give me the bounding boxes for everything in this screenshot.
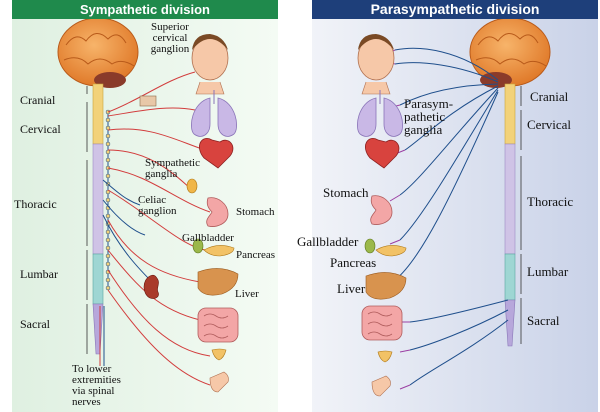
- celiac-ganglion-label: Celiac ganglion: [138, 194, 177, 217]
- parasympathetic-pancreas: [375, 245, 407, 257]
- parasympathetic-intestines: [361, 305, 403, 341]
- parasympathetic-bladder: [377, 350, 393, 363]
- parasympathetic-liver-label: Liver: [337, 281, 366, 296]
- parasympathetic-region-sacral: Sacral: [527, 313, 560, 328]
- sympathetic-region-thoracic: Thoracic: [14, 197, 57, 211]
- chain-ganglion: [105, 213, 111, 219]
- chain-ganglion: [105, 141, 111, 147]
- sympathetic-spinal-cord: [92, 83, 104, 355]
- sympathetic-ganglia-label: Sympathetic ganglia: [145, 157, 200, 180]
- sympathetic-gallbladder-label: Gallbladder: [182, 232, 234, 244]
- chain-ganglion: [105, 173, 111, 179]
- lower-extremities-label: To lower extremities via spinal nerves: [72, 363, 121, 408]
- parasympathetic-region-lumbar: Lumbar: [527, 264, 569, 279]
- sympathetic-kidney: [143, 274, 159, 299]
- parasympathetic-stomach-label: Stomach: [323, 185, 369, 200]
- parasympathetic-pancreas-label: Pancreas: [330, 255, 377, 270]
- lower-extremity-nerve: [99, 306, 105, 366]
- parasympathetic-stomach: [370, 195, 393, 225]
- chain-ganglion: [105, 277, 111, 283]
- sympathetic-intestines: [197, 307, 239, 343]
- chain-ganglion: [105, 229, 111, 235]
- chain-ganglion: [105, 157, 111, 163]
- parasympathetic-genitals: [371, 375, 391, 397]
- sympathetic-stomach-label: Stomach: [236, 206, 275, 218]
- chain-ganglion: [105, 149, 111, 155]
- parasympathetic-gallbladder-label: Gallbladder: [297, 234, 359, 249]
- chain-ganglion: [105, 261, 111, 267]
- chain-ganglion: [105, 237, 111, 243]
- sympathetic-region-cranial: Cranial: [20, 93, 56, 107]
- chain-ganglion: [105, 253, 111, 259]
- sympathetic-gallbladder: [192, 238, 204, 254]
- parasympathetic-preganglionic-nerves: [394, 47, 509, 386]
- sympathetic-adrenal: [186, 178, 198, 194]
- sympathetic-region-cervical: Cervical: [20, 122, 61, 136]
- sympathetic-stomach: [206, 197, 229, 227]
- sympathetic-panel-background: [12, 19, 278, 412]
- sympathetic-genitals: [209, 371, 229, 393]
- sympathetic-region-sacral: Sacral: [20, 317, 50, 331]
- chain-ganglion: [105, 197, 111, 203]
- sympathetic-liver-label: Liver: [235, 288, 259, 300]
- parasympathetic-head: [357, 34, 395, 95]
- parasympathetic-heart: [365, 138, 400, 169]
- chain-ganglion: [105, 245, 111, 251]
- chain-ganglion: [105, 133, 111, 139]
- sympathetic-pancreas: [203, 245, 235, 257]
- sympathetic-bladder: [211, 348, 227, 361]
- sympathetic-head: [191, 34, 229, 95]
- sympathetic-heart: [199, 138, 234, 169]
- parasympathetic-liver: [365, 272, 407, 300]
- sympathetic-region-lumbar: Lumbar: [20, 267, 58, 281]
- parasympathetic-region-cervical: Cervical: [527, 117, 572, 132]
- parasympathetic-region-cranial: Cranial: [530, 89, 569, 104]
- superior-cervical-ganglion-label: Superior cervical ganglion: [150, 21, 190, 55]
- chain-ganglion: [105, 117, 111, 123]
- parasympathetic-header: Parasympathetic division: [312, 0, 598, 19]
- superior-cervical-ganglion-device: [139, 95, 157, 107]
- parasympathetic-spinal-cord: [504, 83, 516, 347]
- sympathetic-lungs: [191, 90, 237, 137]
- sympathetic-pancreas-label: Pancreas: [236, 249, 276, 261]
- parasympathetic-gallbladder: [364, 238, 376, 254]
- parasympathetic-region-thoracic: Thoracic: [527, 194, 574, 209]
- parasympathetic-panel-background: [312, 19, 598, 412]
- sympathetic-liver: [197, 268, 239, 296]
- sympathetic-chain-ganglia: [105, 109, 111, 291]
- parasympathetic-lungs: [357, 90, 403, 137]
- chain-ganglion: [105, 285, 111, 291]
- sympathetic-postganglionic-nerves: [107, 71, 211, 386]
- parasympathetic-ganglia-label: Parasym-pathetic ganglia: [404, 96, 454, 137]
- sympathetic-header: Sympathetic division: [12, 0, 278, 19]
